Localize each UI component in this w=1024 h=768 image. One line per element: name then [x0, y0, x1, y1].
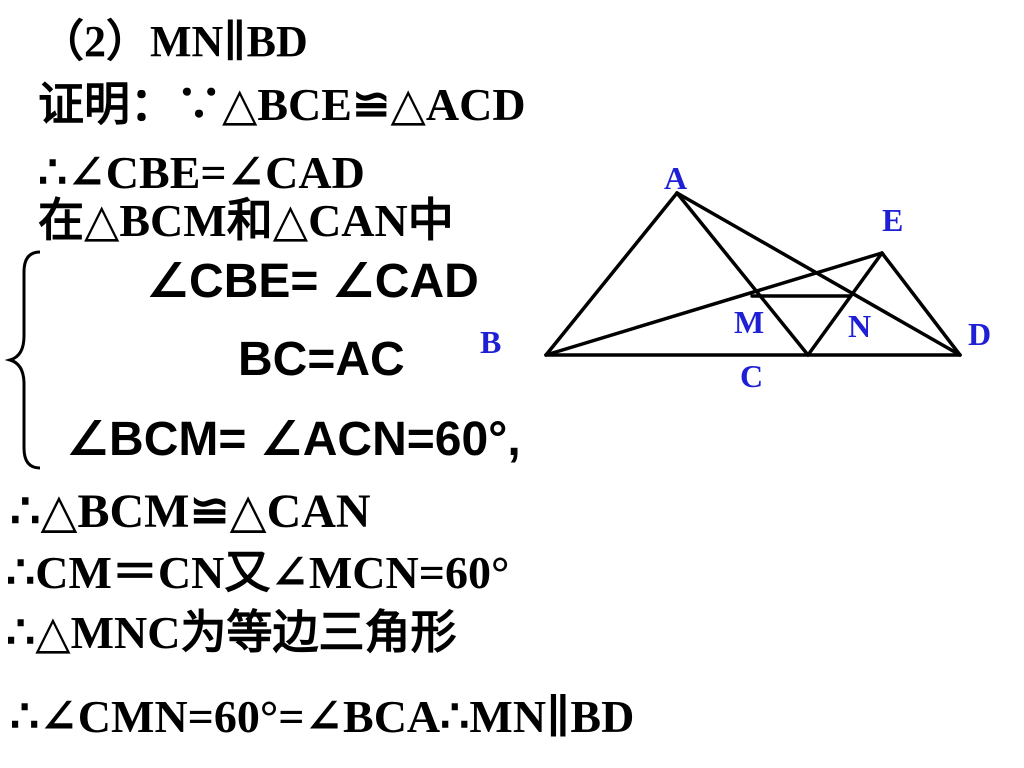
- point-label-D: D: [968, 316, 992, 352]
- segment-BE: [544, 251, 884, 357]
- proof-line-3: 在△BCM和△CAN中: [38, 195, 454, 246]
- proof-line-6: ∴△MNC为等边三角形: [6, 607, 457, 658]
- proof-line-5: ∴CM＝CN又∠MCN=60°: [6, 547, 510, 598]
- segment-CE: [806, 251, 884, 357]
- point-label-A: A: [664, 160, 688, 196]
- system-row-3: ∠BCM= ∠ACN=60°,: [66, 413, 521, 466]
- point-label-C: C: [740, 358, 764, 394]
- system-row-2: BC=AC: [238, 333, 405, 386]
- proof-line-2: ∴∠CBE=∠CAD: [38, 147, 365, 198]
- segment-BA: [544, 191, 679, 357]
- point-label-E: E: [882, 202, 904, 238]
- point-label-B: B: [480, 324, 502, 360]
- proof-line-7: ∴∠CMN=60°=∠BCA∴MN∥BD: [10, 691, 635, 742]
- proof-heading: （2）MN∥BD: [40, 17, 308, 66]
- segment-ED: [880, 251, 962, 357]
- system-row-1: ∠CBE= ∠CAD: [146, 255, 479, 308]
- proof-line-1: 证明：∵△BCE≌△ACD: [38, 79, 526, 130]
- point-label-N: N: [848, 308, 872, 344]
- segment-AC: [675, 191, 810, 357]
- point-label-M: M: [734, 304, 765, 340]
- proof-line-4: ∴△BCM≌△CAN: [10, 485, 371, 538]
- system-brace: [4, 250, 41, 470]
